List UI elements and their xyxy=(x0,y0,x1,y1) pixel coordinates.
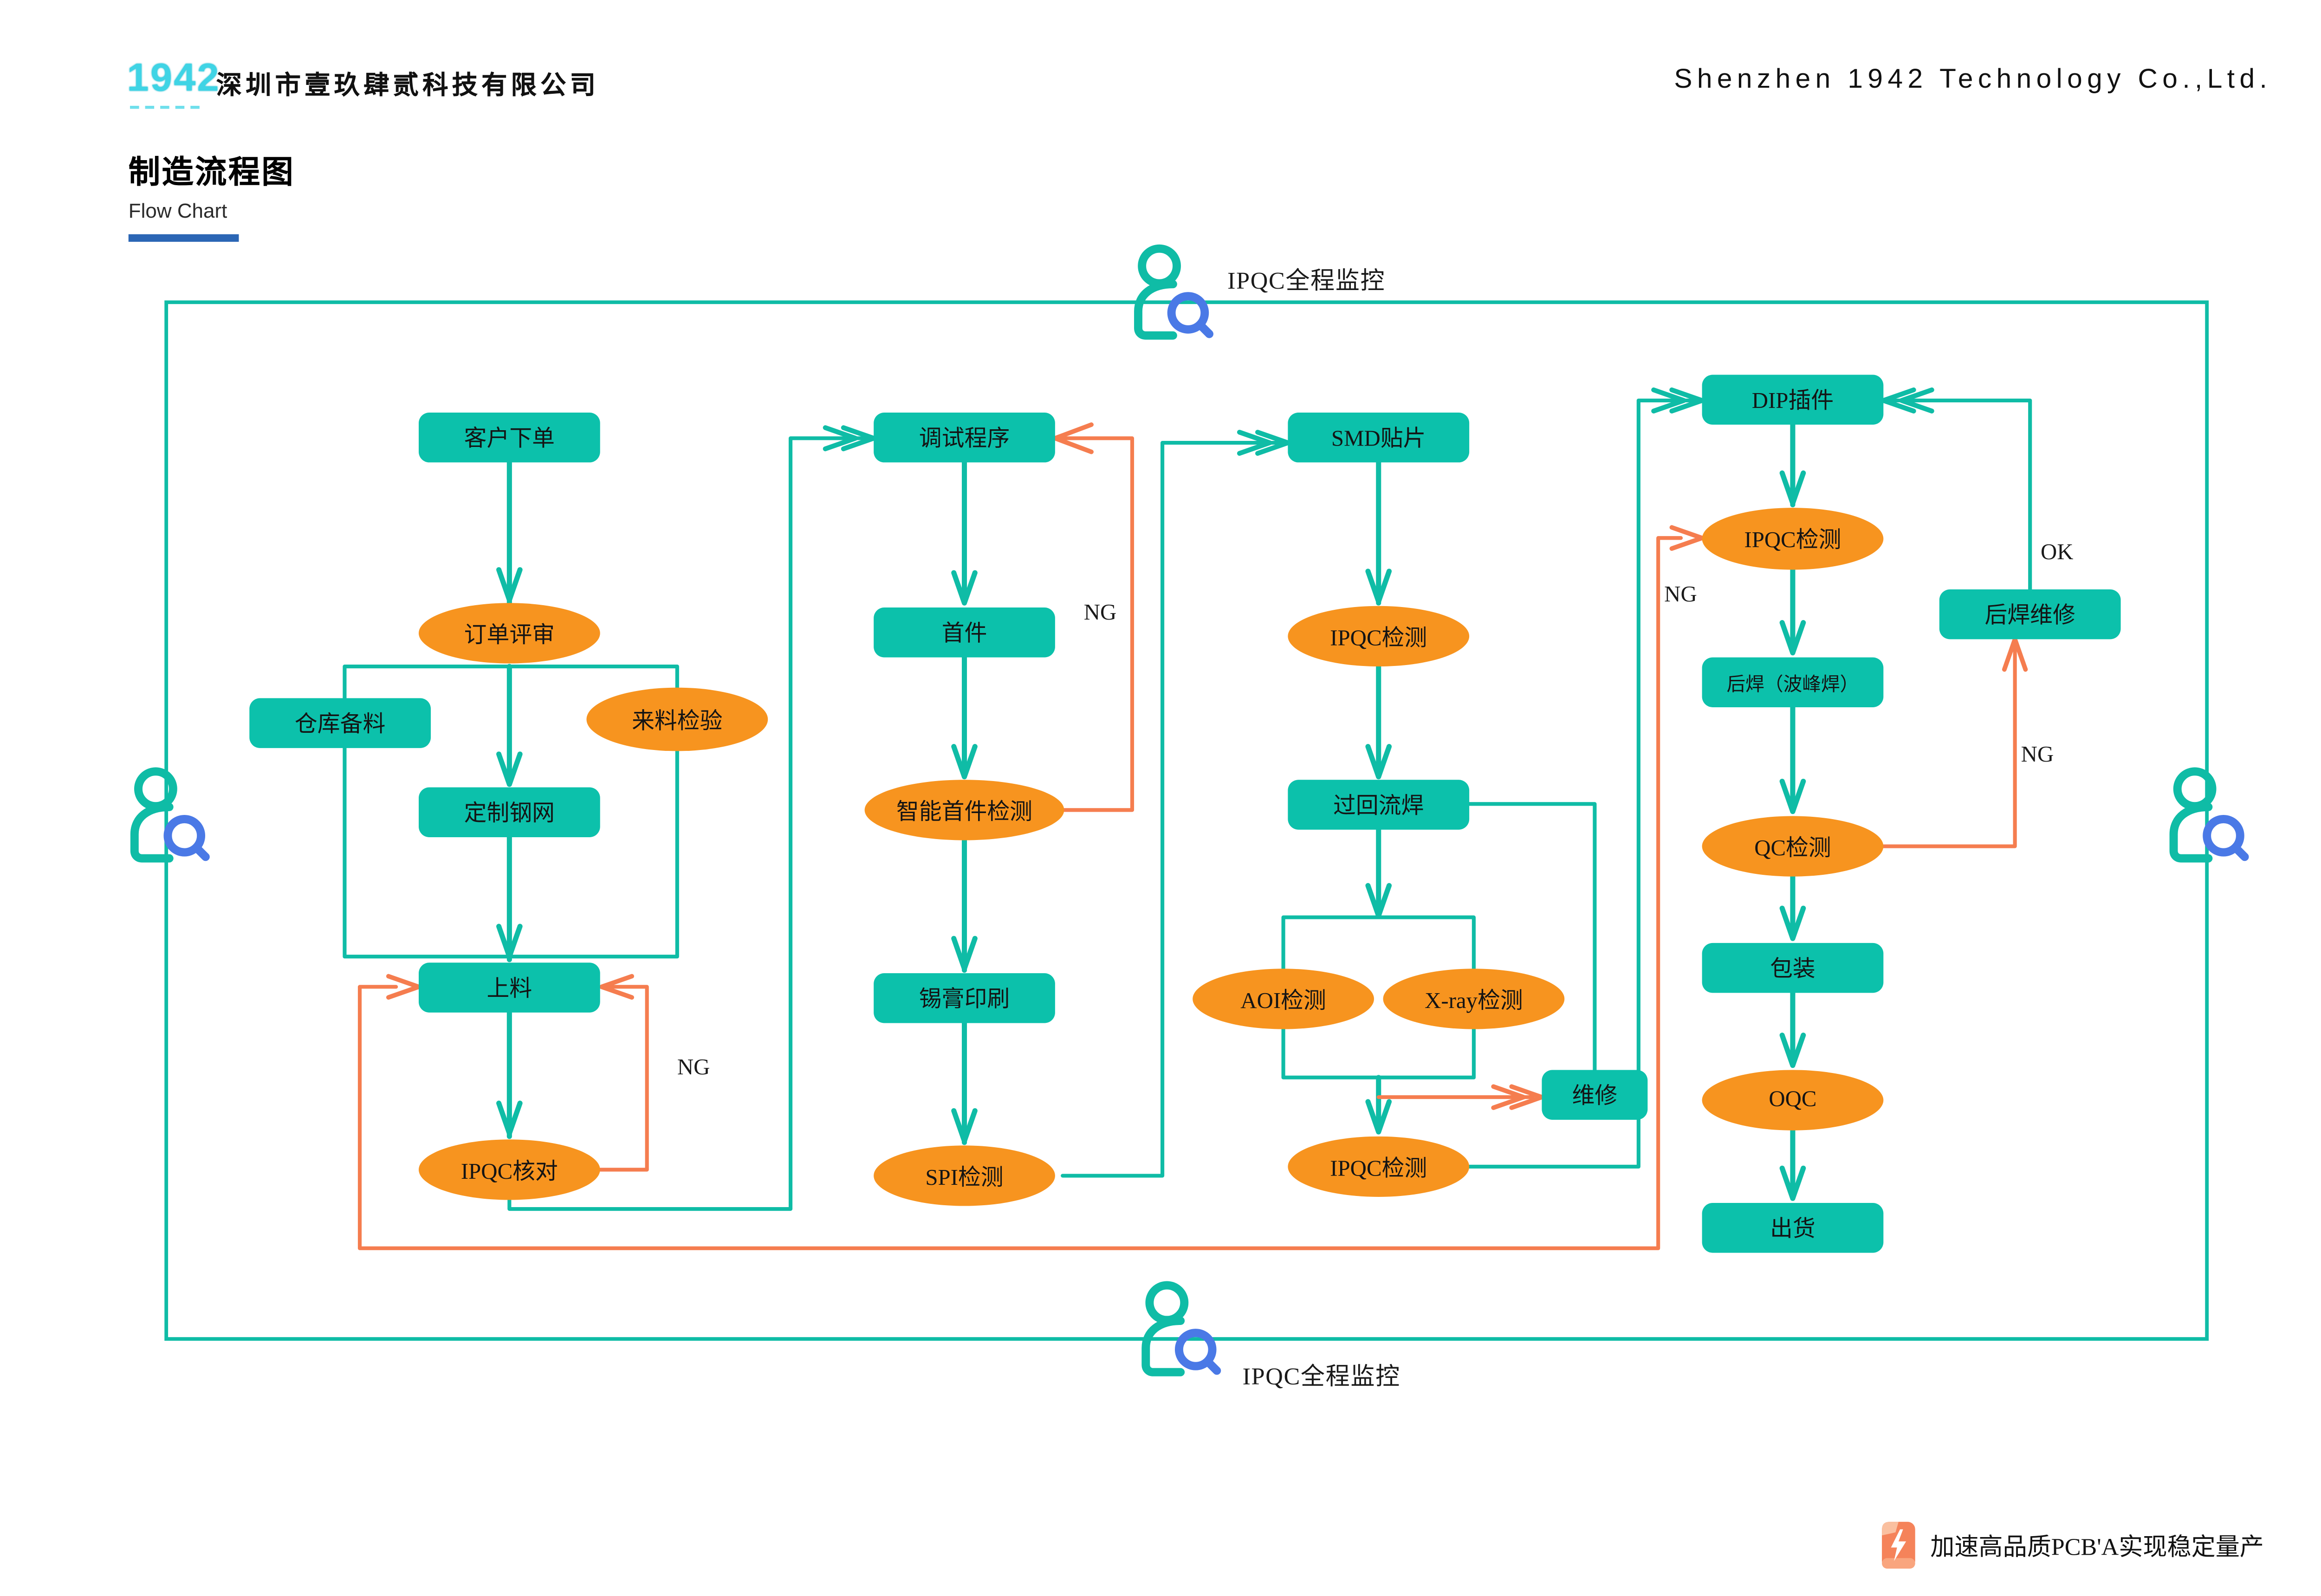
node-loading: 上料 xyxy=(418,963,600,1013)
node-first-article: 首件 xyxy=(874,607,1055,658)
teal-flow-lines xyxy=(343,387,2032,1211)
node-spi-inspection: SPI检测 xyxy=(874,1145,1055,1206)
node-program-debug: 调试程序 xyxy=(874,412,1055,463)
node-xray-inspection: X-ray检测 xyxy=(1383,969,1565,1029)
logo-ornament xyxy=(130,105,200,109)
ipqc-monitor-icon-bottom xyxy=(1146,1285,1217,1372)
ipqc-monitor-icon-right xyxy=(2174,771,2245,858)
ipqc-monitor-label-bottom: IPQC全程监控 xyxy=(1242,1364,1400,1390)
edge-label-ng-debug: NG xyxy=(1083,601,1117,626)
node-customer-order: 客户下单 xyxy=(418,412,600,463)
logo-1942: 1942 xyxy=(127,54,220,100)
node-ipqc-inspection-reflow: IPQC检测 xyxy=(1288,1136,1470,1197)
edge-label-ng-loading: NG xyxy=(677,1056,710,1081)
tagline-text: 加速高品质PCB'A实现稳定量产 xyxy=(1930,1535,2264,1561)
ipqc-monitor-icon-top xyxy=(1138,249,1209,336)
node-reflow-soldering: 过回流焊 xyxy=(1288,780,1470,830)
node-ipqc-inspection-smd: IPQC检测 xyxy=(1288,606,1470,667)
ipqc-monitor-label-top: IPQC全程监控 xyxy=(1227,269,1386,295)
company-name-en: Shenzhen 1942 Technology Co.,Ltd. xyxy=(1674,63,2272,94)
lightning-badge-icon xyxy=(1882,1522,1915,1569)
node-incoming-inspection: 来料检验 xyxy=(586,687,768,751)
node-packaging: 包装 xyxy=(1702,943,1884,993)
company-name-cn: 深圳市壹玖肆贰科技有限公司 xyxy=(216,71,600,100)
node-repair: 维修 xyxy=(1542,1070,1648,1120)
node-aoi-inspection: AOI检测 xyxy=(1193,969,1374,1029)
edge-label-ng-qc: NG xyxy=(2021,743,2054,768)
node-post-weld-repair: 后焊维修 xyxy=(1939,589,2121,640)
title-underline xyxy=(128,234,239,242)
ipqc-monitor-icon-left xyxy=(135,771,206,858)
node-qc-inspection: QC检测 xyxy=(1702,816,1884,877)
node-custom-stencil: 定制钢网 xyxy=(418,787,600,837)
order-split-lines xyxy=(343,398,2032,1211)
edge-label-ng-dip: NG xyxy=(1664,583,1697,608)
node-warehouse-prep: 仓库备料 xyxy=(249,698,431,748)
node-solder-paste-printing: 锡膏印刷 xyxy=(874,973,1055,1023)
node-ipqc-inspection-dip: IPQC检测 xyxy=(1702,508,1884,570)
edge-label-ok-dip: OK xyxy=(2041,541,2074,565)
node-smart-fa-inspection: 智能首件检测 xyxy=(864,780,1064,840)
node-wave-soldering: 后焊（波峰焊） xyxy=(1702,657,1884,707)
node-smd-mounting: SMD贴片 xyxy=(1288,412,1470,463)
node-shipping: 出货 xyxy=(1702,1203,1884,1253)
page-subtitle: Flow Chart xyxy=(128,199,227,222)
node-oqc: OQC xyxy=(1702,1070,1884,1131)
orange-ng-lines xyxy=(357,422,2028,1250)
node-ipqc-verify: IPQC核对 xyxy=(418,1139,600,1200)
page-title: 制造流程图 xyxy=(128,155,295,191)
footer-tagline: 加速高品质PCB'A实现稳定量产 xyxy=(1879,1514,2275,1575)
node-dip-insertion: DIP插件 xyxy=(1702,375,1884,425)
node-order-review: 订单评审 xyxy=(418,603,600,664)
